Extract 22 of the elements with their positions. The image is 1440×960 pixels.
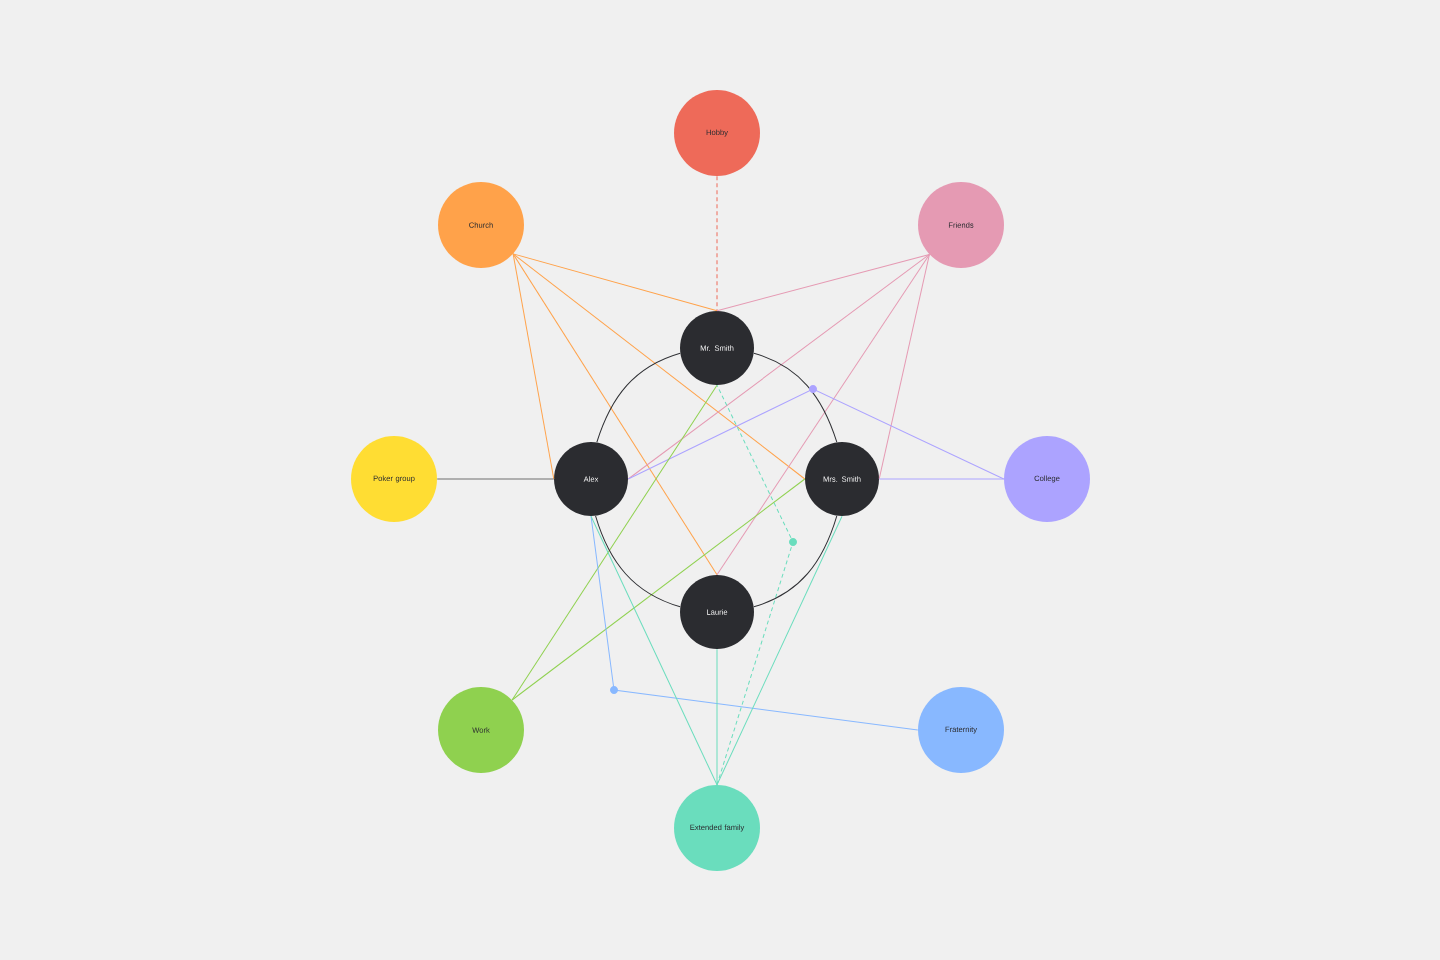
connector-line bbox=[512, 253, 555, 480]
connector-line bbox=[511, 384, 718, 701]
connector-line bbox=[716, 384, 794, 786]
connector-line bbox=[512, 253, 806, 480]
connector-line bbox=[878, 478, 1005, 480]
connector-line bbox=[716, 515, 843, 786]
curved-connector bbox=[596, 352, 681, 443]
connector-line bbox=[716, 253, 930, 312]
connector-line bbox=[512, 253, 718, 312]
connector-line bbox=[716, 253, 930, 576]
curved-connector bbox=[595, 515, 681, 608]
connector-line bbox=[627, 253, 930, 480]
connector-line bbox=[627, 388, 1005, 480]
curved-connector bbox=[753, 352, 838, 443]
connector-line bbox=[716, 175, 718, 312]
connector-line bbox=[878, 253, 930, 480]
connector-line bbox=[512, 253, 718, 576]
connector-line bbox=[590, 515, 718, 786]
connector-line bbox=[716, 648, 718, 786]
curved-connector bbox=[753, 515, 838, 608]
connector-line bbox=[436, 478, 555, 480]
connector-line bbox=[511, 478, 806, 701]
